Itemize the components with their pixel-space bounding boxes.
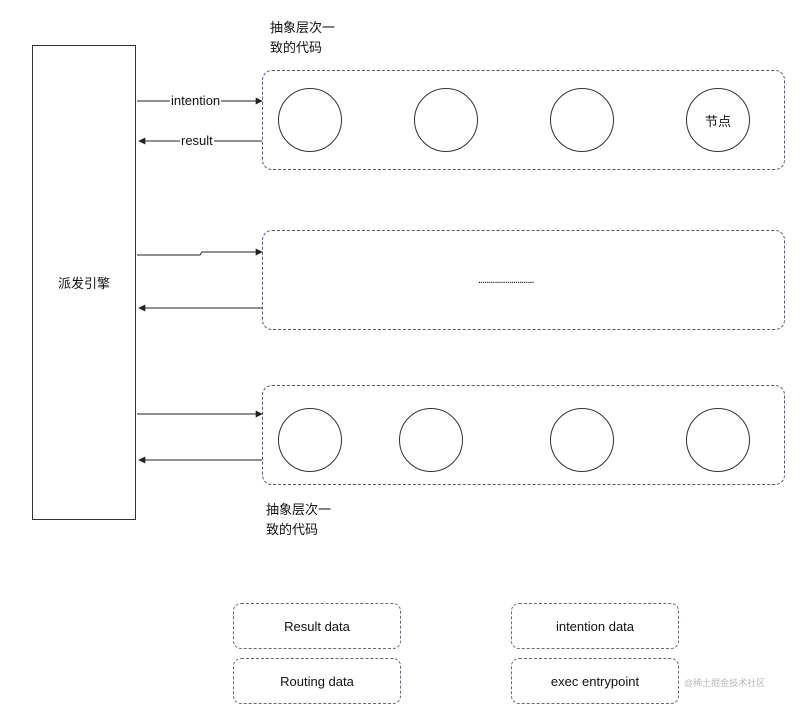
legend-routing-data: Routing data: [233, 658, 401, 704]
node-circle: [278, 88, 342, 152]
bottom-layer-caption: 抽象层次一 致的代码: [266, 500, 376, 540]
top-layer-caption: 抽象层次一 致的代码: [270, 18, 380, 58]
legend-label: Routing data: [280, 673, 354, 689]
watermark: @稀土掘金技术社区: [684, 678, 766, 688]
node-circle: [414, 88, 478, 152]
intention-label: intention: [170, 93, 222, 109]
abstraction-layer-3: [262, 385, 785, 485]
caption-line: 抽象层次一: [266, 502, 332, 517]
dispatch-engine-label: 派发引擎: [57, 276, 110, 291]
legend-label: exec entrypoint: [550, 673, 640, 689]
legend-label: Result data: [284, 618, 350, 634]
legend-label: intention data: [555, 618, 635, 634]
node-circle: [550, 88, 614, 152]
legend-intention-data: intention data: [511, 603, 679, 649]
caption-line: 致的代码: [270, 40, 323, 55]
ellipsis-placeholder: ...........................: [478, 274, 535, 286]
result-label: result: [180, 133, 214, 149]
dispatch-engine: 派发引擎: [32, 45, 136, 520]
caption-line: 抽象层次一: [270, 20, 336, 35]
abstraction-layer-1: [262, 70, 785, 170]
node-circle: [399, 408, 463, 472]
node-circle: [686, 408, 750, 472]
legend-exec-entrypoint: exec entrypoint: [511, 658, 679, 704]
caption-line: 致的代码: [266, 522, 319, 537]
node-circle: [278, 408, 342, 472]
request-arrow-2: [137, 248, 263, 256]
abstraction-layer-2: [262, 230, 785, 330]
legend-result-data: Result data: [233, 603, 401, 649]
node-circle: [550, 408, 614, 472]
node-circle: 节点: [686, 88, 750, 152]
node-label: 节点: [704, 113, 731, 129]
